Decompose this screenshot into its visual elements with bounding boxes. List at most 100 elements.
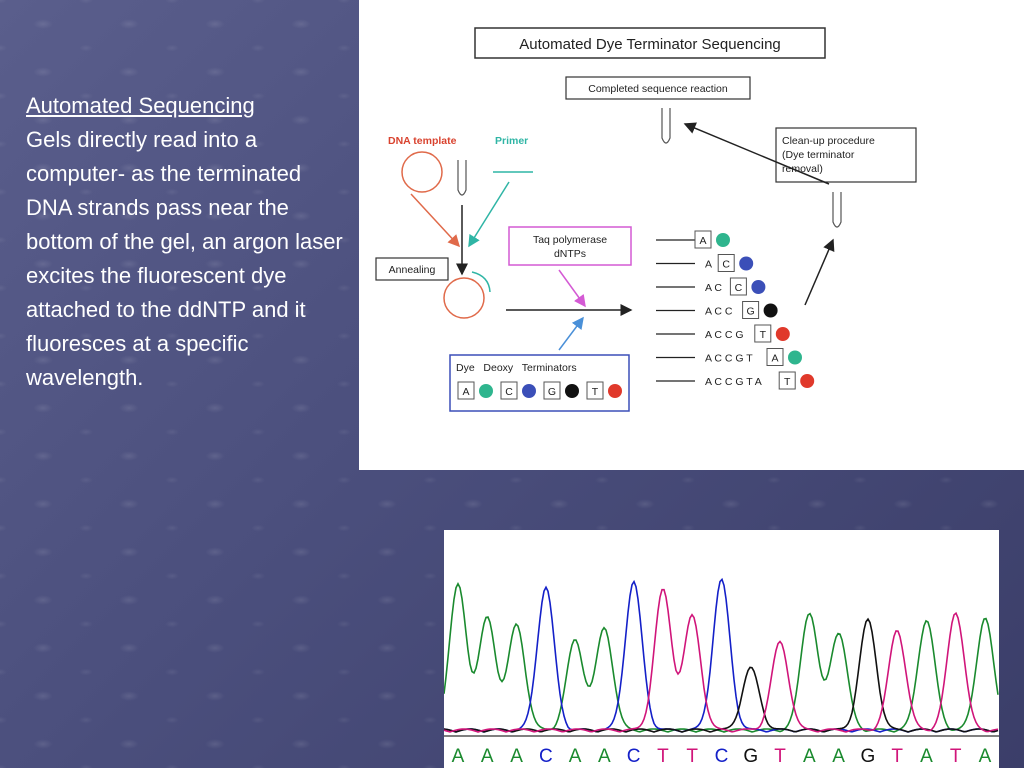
annealing-box	[375, 257, 449, 281]
cleanup-box	[775, 127, 917, 183]
fragment-prefix: A C	[705, 282, 722, 294]
cleanup-label-1: Clean-up procedure	[782, 135, 875, 147]
fragment-prefix: A C C G	[705, 329, 744, 341]
dna-template-label: DNA template	[388, 135, 457, 147]
terminator-dye-dot-t	[608, 384, 622, 398]
trace-c	[444, 577, 999, 733]
fragment-dye-dot	[788, 350, 802, 365]
reaction-tube-icon	[457, 160, 467, 196]
base-call: A	[979, 746, 992, 767]
trace-a	[444, 582, 999, 733]
fragment-prefix: A	[705, 259, 712, 271]
taq-box	[508, 226, 632, 266]
cleanup-tube-icon	[832, 192, 842, 228]
dna-template-circle-icon	[401, 151, 443, 193]
annealed-template-icon	[443, 277, 485, 319]
fragment-last-box	[729, 277, 747, 296]
base-call: T	[774, 746, 786, 767]
base-call: A	[510, 746, 523, 767]
sequencing-diagram-svg: Automated Dye Terminator Sequencing Comp…	[375, 27, 917, 412]
base-call: T	[657, 746, 669, 767]
terminator-base-t: T	[592, 386, 599, 398]
fragment-last-base: T	[760, 329, 767, 341]
terminator-box-t	[586, 381, 604, 400]
cleanup-to-completed-arrow	[683, 122, 830, 185]
taq-arrow	[558, 269, 586, 308]
template-arrow	[410, 193, 461, 248]
base-call: A	[920, 746, 933, 767]
base-call: A	[452, 746, 465, 767]
fragment-last-base: A	[699, 235, 706, 247]
diagram-title-box	[474, 27, 826, 59]
base-call: T	[686, 746, 698, 767]
terminator-box-g	[543, 381, 561, 400]
base-call: A	[598, 746, 611, 767]
terminator-base-g: G	[548, 386, 556, 398]
slide-heading: Automated Sequencing	[26, 93, 255, 118]
taq-label-2: dNTPs	[554, 248, 586, 260]
base-call: C	[539, 746, 553, 767]
fragment-last-box	[778, 371, 796, 390]
trace-t	[444, 588, 999, 733]
base-call: T	[950, 746, 962, 767]
fragment-prefix: A C C G T	[705, 353, 753, 365]
cleanup-label-2: (Dye terminator	[782, 149, 855, 161]
completed-box	[565, 76, 751, 100]
slide-text: Automated Sequencing Gels directly read …	[26, 89, 346, 395]
base-call: A	[832, 746, 845, 767]
base-call: C	[627, 746, 641, 767]
fragment-last-box	[717, 254, 735, 272]
fragment-dye-dot	[775, 327, 790, 341]
annealing-label: Annealing	[389, 264, 436, 276]
base-call: G	[743, 746, 758, 767]
fragment-last-base: C	[722, 259, 730, 271]
base-call: G	[860, 746, 875, 767]
terminator-box-a	[457, 381, 475, 400]
fragment-prefix: A C C	[705, 306, 733, 318]
chromatogram-traces	[444, 577, 999, 737]
completed-tube-icon	[661, 108, 671, 144]
fragment-last-box	[754, 324, 772, 343]
base-call: T	[891, 746, 903, 767]
base-call: A	[569, 746, 582, 767]
cleanup-label-3: removal)	[782, 163, 823, 175]
primer-label: Primer	[495, 135, 528, 147]
base-call: C	[715, 746, 729, 767]
terminator-base-a: A	[462, 386, 469, 398]
terminator-box-c	[500, 381, 518, 400]
terminator-dye-dot-c	[522, 384, 536, 398]
fragment-prefix: A C C G T A	[705, 376, 762, 388]
terminators-arrow	[558, 316, 584, 351]
fragment-last-base: T	[784, 376, 791, 388]
fragment-last-base: A	[771, 353, 778, 365]
base-call: A	[803, 746, 816, 767]
annealed-primer-icon	[471, 271, 491, 293]
fragment-dye-dot	[716, 233, 730, 247]
fragment-last-box	[694, 230, 712, 249]
primer-arrow	[468, 181, 510, 248]
terminator-base-c: C	[505, 386, 513, 398]
fragment-dye-dot	[751, 280, 766, 294]
slide-body-text: Gels directly read into a computer- as t…	[26, 127, 343, 390]
fragment-dye-dot	[763, 303, 778, 318]
fragment-last-base: C	[735, 282, 743, 294]
taq-label-1: Taq polymerase	[533, 234, 607, 246]
ladder-to-cleanup-arrow	[804, 238, 835, 306]
completed-label: Completed sequence reaction	[588, 83, 728, 95]
diagram-title: Automated Dye Terminator Sequencing	[519, 36, 781, 53]
fragment-last-base: G	[747, 306, 755, 318]
fragment-dye-dot	[739, 256, 754, 271]
fragment-last-box	[766, 348, 784, 366]
sequencing-diagram: Automated Dye Terminator Sequencing Comp…	[359, 0, 1024, 470]
fragment-dye-dot	[800, 374, 815, 388]
base-call: A	[481, 746, 494, 767]
fragment-last-box	[742, 301, 760, 319]
terminators-title: Dye Deoxy Terminators	[456, 362, 577, 374]
terminator-dye-dot-a	[479, 384, 493, 398]
terminator-dye-dot-g	[565, 384, 579, 398]
